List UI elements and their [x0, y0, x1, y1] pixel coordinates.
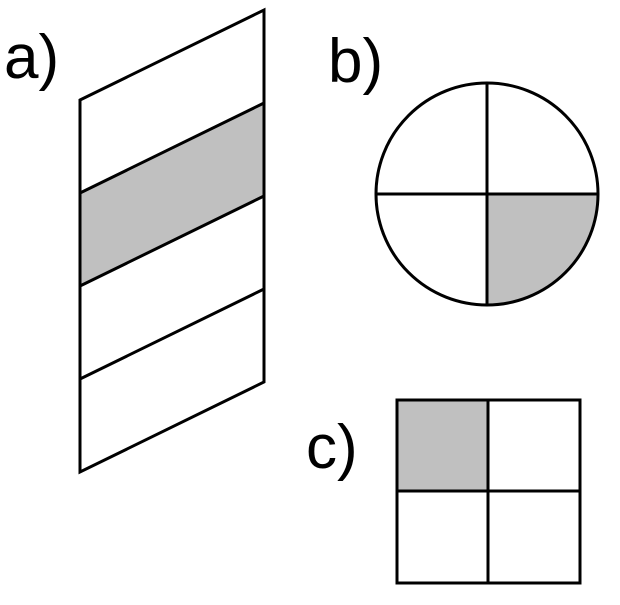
figure-c-cell-bottom-right: [488, 491, 580, 583]
figure-a: a): [4, 7, 266, 475]
figure-b: b): [328, 27, 600, 307]
figure-a-divider-3: [79, 287, 265, 381]
figure-a-band-1: [80, 10, 264, 193]
figure-c-cell-top-right: [488, 400, 580, 491]
figure-c-cell-top-left: [397, 400, 488, 491]
figure-b-quarter-top-right: [487, 83, 598, 194]
figure-c-cell-bottom-left: [397, 491, 488, 583]
figure-a-divider-2: [79, 194, 265, 288]
figure-b-quarter-top-left: [376, 83, 487, 194]
figure-a-band-2: [80, 103, 264, 286]
figure-b-outline: [374, 81, 600, 307]
figure-a-band-3: [80, 196, 264, 379]
figure-a-band-4: [80, 289, 264, 472]
figure-c: c): [306, 398, 582, 585]
figure-a-label: a): [4, 23, 59, 92]
figure-b-quarter-bottom-right: [487, 194, 598, 305]
figure-a-divider-1: [79, 101, 265, 195]
figure-c-label: c): [306, 413, 358, 482]
figure-b-label: b): [328, 27, 383, 96]
figure-c-outline: [395, 398, 582, 585]
figure-b-quarter-bottom-left: [376, 194, 487, 305]
figure-a-outline: [78, 7, 266, 475]
